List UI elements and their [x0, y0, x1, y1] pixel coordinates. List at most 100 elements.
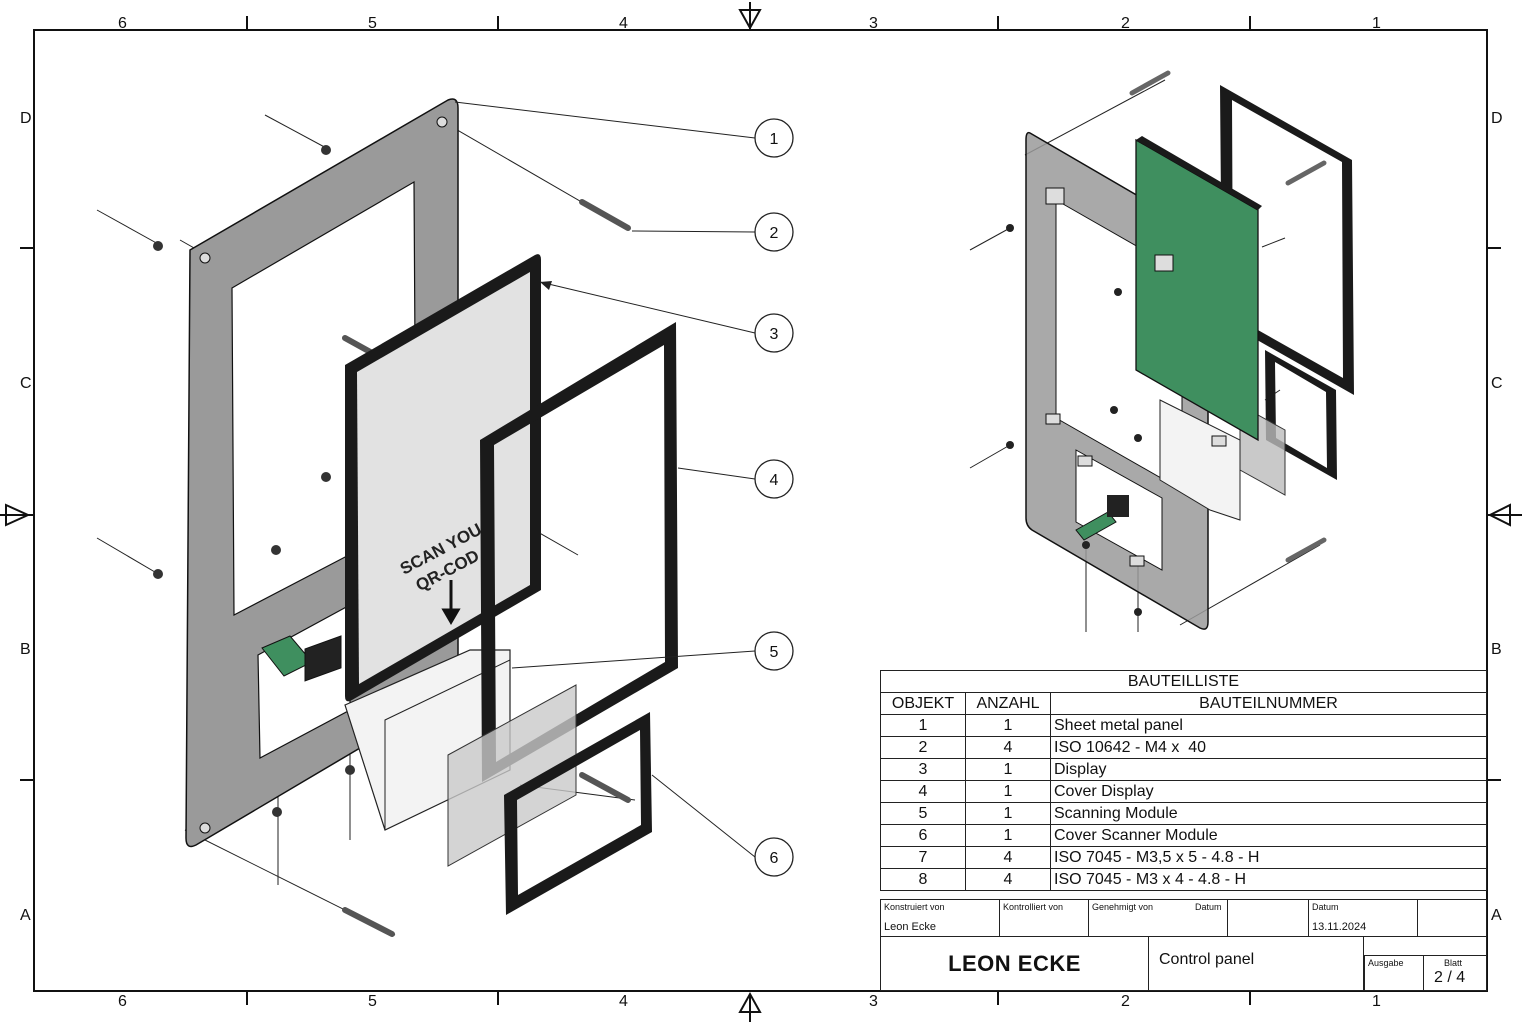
- cell-anzahl: 1: [965, 758, 1051, 781]
- cell-bauteilnummer: Scanning Module: [1050, 802, 1487, 825]
- table-row: 7 4 ISO 7045 - M3,5 x 5 - 4.8 - H: [880, 846, 1487, 869]
- cell-anzahl: 1: [965, 802, 1051, 825]
- checked-by-label: Kontrolliert von: [1003, 902, 1064, 912]
- zone-row-label: D: [1491, 110, 1503, 127]
- cell-anzahl: 1: [965, 780, 1051, 803]
- scanner-camera-rear: [1107, 495, 1129, 517]
- svg-text:2: 2: [770, 225, 779, 242]
- zone-row-label: C: [20, 375, 32, 392]
- date-label: Datum: [1312, 902, 1339, 912]
- svg-text:4: 4: [770, 472, 779, 489]
- sheet-value: 2 / 4: [1434, 969, 1466, 986]
- issue-label: Ausgabe: [1368, 958, 1404, 968]
- callout-balloon: 4: [754, 459, 794, 499]
- title-block: Konstruiert von Leon Ecke Kontrolliert v…: [880, 899, 1487, 991]
- blank-cell: [1227, 899, 1309, 937]
- cell-anzahl: 1: [965, 824, 1051, 847]
- zone-col-label: 6: [118, 15, 127, 32]
- zone-row-label: A: [1491, 907, 1502, 924]
- date-label: Datum: [1195, 902, 1222, 912]
- arrow-down-icon: [441, 580, 461, 625]
- table-row: 6 1 Cover Scanner Module: [880, 824, 1487, 847]
- zone-col-label: 3: [869, 15, 878, 32]
- cell-anzahl: 4: [965, 846, 1051, 869]
- parts-list-header-row: OBJEKT ANZAHL BAUTEILNUMMER: [880, 692, 1487, 715]
- parts-list-table: BAUTEILLISTE OBJEKT ANZAHL BAUTEILNUMMER…: [880, 670, 1487, 891]
- cell-anzahl: 4: [965, 736, 1051, 759]
- blank-cell: [1417, 899, 1487, 937]
- zone-row-label: B: [1491, 641, 1502, 658]
- bracket-icon: [1045, 187, 1227, 567]
- zone-row-label: C: [1491, 375, 1503, 392]
- cell-bauteilnummer: Cover Scanner Module: [1050, 824, 1487, 847]
- cell-anzahl: 1: [965, 714, 1051, 737]
- issue-cell: Ausgabe: [1364, 955, 1424, 991]
- callout-balloon: 5: [754, 631, 794, 671]
- zone-col-label: 4: [619, 15, 628, 32]
- zone-col-label: 2: [1121, 993, 1130, 1010]
- sheet-label: Blatt: [1444, 958, 1463, 968]
- zone-col-label: 1: [1372, 993, 1381, 1010]
- table-row: 2 4 ISO 10642 - M4 x 40: [880, 736, 1487, 759]
- cell-bauteilnummer: Sheet metal panel: [1050, 714, 1487, 737]
- constructed-by-label: Konstruiert von: [884, 902, 945, 912]
- zone-row-label: A: [20, 907, 31, 924]
- zone-col-label: 2: [1121, 15, 1130, 32]
- cell-objekt: 5: [880, 802, 966, 825]
- drawing-title-cell: Control panel: [1148, 936, 1364, 991]
- exploded-view-right: [969, 70, 1354, 632]
- callout-balloon: 2: [754, 212, 794, 252]
- cell-objekt: 6: [880, 824, 966, 847]
- zone-row-label: B: [20, 641, 31, 658]
- table-row: 3 1 Display: [880, 758, 1487, 781]
- parts-list-title: BAUTEILLISTE: [880, 670, 1487, 693]
- callout-balloon: 1: [754, 118, 794, 158]
- header-anzahl: ANZAHL: [965, 692, 1051, 715]
- date-cell: Datum 13.11.2024: [1308, 899, 1418, 937]
- callout-leaders: [454, 101, 756, 858]
- zone-col-label: 1: [1372, 15, 1381, 32]
- company-cell: LEON ECKE: [880, 936, 1149, 991]
- header-objekt: OBJEKT: [880, 692, 966, 715]
- cell-bauteilnummer: ISO 7045 - M3 x 4 - 4.8 - H: [1050, 868, 1487, 891]
- callout-arrowheads: [540, 281, 552, 290]
- screw-icon: [1006, 224, 1142, 616]
- zone-col-label: 4: [619, 993, 628, 1010]
- cell-objekt: 1: [880, 714, 966, 737]
- callout-balloon: 6: [754, 837, 794, 877]
- zone-row-label: D: [20, 110, 32, 127]
- table-row: 8 4 ISO 7045 - M3 x 4 - 4.8 - H: [880, 868, 1487, 891]
- approved-by-label: Genehmigt von: [1092, 902, 1154, 912]
- checked-by-cell: Kontrolliert von: [999, 899, 1089, 937]
- cover-scanner-module: [504, 712, 652, 915]
- cell-bauteilnummer: ISO 10642 - M4 x 40: [1050, 736, 1487, 759]
- constructed-by-cell: Konstruiert von Leon Ecke: [880, 899, 1000, 937]
- drawing-frame: [33, 29, 1488, 992]
- zone-ticks: [20, 16, 1501, 1005]
- cell-bauteilnummer: ISO 7045 - M3,5 x 5 - 4.8 - H: [1050, 846, 1487, 869]
- cell-objekt: 3: [880, 758, 966, 781]
- cell-bauteilnummer: Cover Display: [1050, 780, 1487, 803]
- scanner-glass: [447, 684, 577, 867]
- cell-objekt: 8: [880, 868, 966, 891]
- company-name: LEON ECKE: [948, 950, 1081, 976]
- sheet-cell: Blatt 2 / 4: [1423, 955, 1487, 991]
- cell-objekt: 2: [880, 736, 966, 759]
- table-row: 4 1 Cover Display: [880, 780, 1487, 803]
- callout-balloon: 3: [754, 313, 794, 353]
- date-value: 13.11.2024: [1312, 921, 1367, 933]
- bolt-icon: [1129, 70, 1327, 563]
- svg-text:6: 6: [770, 850, 779, 867]
- zone-col-label: 5: [368, 993, 377, 1010]
- zone-col-label: 5: [368, 15, 377, 32]
- scanner-pcb-rear: [1075, 511, 1117, 541]
- cell-objekt: 7: [880, 846, 966, 869]
- scanner-camera: [304, 635, 342, 682]
- header-bauteilnummer: BAUTEILNUMMER: [1050, 692, 1487, 715]
- cell-anzahl: 4: [965, 868, 1051, 891]
- svg-text:5: 5: [770, 644, 779, 661]
- approved-by-cell: Genehmigt von Datum: [1088, 899, 1228, 937]
- exploded-view-left: SCAN YOU QR-COD: [96, 98, 678, 937]
